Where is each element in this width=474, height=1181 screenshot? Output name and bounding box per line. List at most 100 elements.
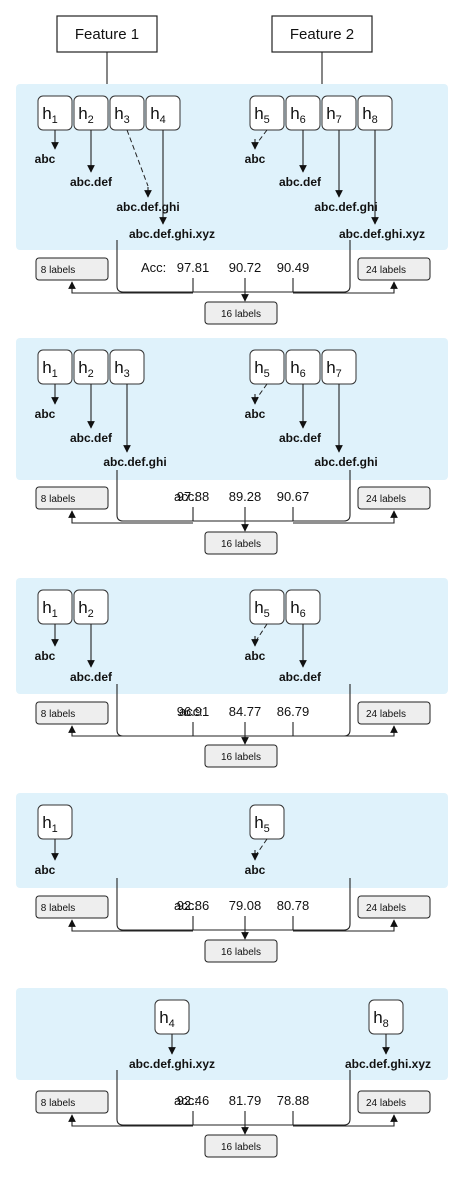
panel-5: h4abc.def.ghi.xyzh8abc.def.ghi.xyzacc:92… (16, 988, 448, 1158)
label-node: abc (245, 863, 266, 877)
accuracy-value: 97.88 (177, 489, 210, 504)
label-box-24: 24 labels (357, 1090, 431, 1114)
head-box: h7 (321, 95, 357, 131)
label-node: abc.def.ghi (314, 200, 377, 214)
head-box: h5 (249, 95, 285, 131)
head-subscript: 3 (124, 368, 130, 380)
accuracy-value: 86.79 (277, 704, 310, 719)
label-node: abc (245, 152, 266, 166)
label-node: abc.def.ghi.xyz (345, 1057, 431, 1071)
accuracy-value: 97.81 (177, 260, 210, 275)
accuracy-value: 92.46 (177, 1093, 210, 1108)
svg-text:8 labels: 8 labels (41, 709, 75, 720)
arrow-to-24-labels (293, 281, 398, 294)
head-subscript: 8 (383, 1018, 389, 1030)
label-box-8: 8 labels (35, 1090, 109, 1114)
label-node: abc (35, 407, 56, 421)
svg-text:16 labels: 16 labels (221, 947, 261, 958)
label-box-16: 16 labels (204, 1134, 278, 1158)
head-box: h4 (145, 95, 181, 131)
accuracy-value: 90.49 (277, 260, 310, 275)
head-box: h3 (109, 349, 145, 385)
accuracy-group-bracket (116, 684, 351, 737)
panel-background (16, 793, 448, 888)
svg-text:16 labels: 16 labels (221, 752, 261, 763)
arrow-to-24-labels (293, 510, 398, 524)
head-box: h2 (73, 589, 109, 625)
head-subscript: 2 (88, 114, 94, 126)
label-node: abc.def (279, 670, 322, 684)
head-subscript: 5 (264, 368, 270, 380)
head-subscript: 6 (300, 114, 306, 126)
feature-1-box: Feature 1 (56, 15, 158, 53)
accuracy-value: 78.88 (277, 1093, 310, 1108)
head-box: h6 (285, 349, 321, 385)
label-node: abc.def (70, 431, 113, 445)
feature-1-label: Feature 1 (75, 26, 139, 43)
label-box-16: 16 labels (204, 744, 278, 768)
label-node: abc.def.ghi (103, 455, 166, 469)
head-subscript: 6 (300, 368, 306, 380)
label-box-8: 8 labels (35, 701, 109, 725)
svg-text:16 labels: 16 labels (221, 309, 261, 320)
label-node: abc.def.ghi.xyz (339, 227, 425, 241)
head-box: h5 (249, 589, 285, 625)
accuracy-label: acc: (174, 1093, 198, 1108)
head-to-node-dashed (126, 129, 149, 187)
head-box: h1 (37, 349, 73, 385)
label-box-24: 24 labels (357, 895, 431, 919)
head-box: h1 (37, 804, 73, 840)
label-node: abc.def (70, 175, 113, 189)
svg-text:16 labels: 16 labels (221, 1142, 261, 1153)
head-subscript: 6 (300, 608, 306, 620)
arrow-to-8-labels (68, 919, 193, 932)
svg-text:24 labels: 24 labels (366, 494, 406, 505)
head-box: h6 (285, 95, 321, 131)
head-box: h4 (154, 999, 190, 1035)
label-box-8: 8 labels (35, 895, 109, 919)
label-node: abc.def.ghi (116, 200, 179, 214)
label-node: abc.def (279, 431, 322, 445)
label-box-16: 16 labels (204, 301, 278, 325)
accuracy-value: 90.67 (277, 489, 310, 504)
accuracy-value: 89.28 (229, 489, 262, 504)
svg-text:8 labels: 8 labels (41, 494, 75, 505)
arrow-to-8-labels (68, 725, 193, 737)
accuracy-label: acc: (174, 898, 198, 913)
head-subscript: 1 (52, 368, 58, 380)
head-box: h7 (321, 349, 357, 385)
head-subscript: 2 (88, 368, 94, 380)
accuracy-label: acc: (174, 489, 198, 504)
head-box: h5 (249, 349, 285, 385)
label-box-16: 16 labels (204, 939, 278, 963)
accuracy-value: 92.86 (177, 898, 210, 913)
label-node: abc.def (70, 670, 113, 684)
accuracy-group-bracket (116, 240, 351, 293)
feature-2-label: Feature 2 (290, 26, 354, 43)
accuracy-value: 84.77 (229, 704, 262, 719)
svg-text:8 labels: 8 labels (41, 903, 75, 914)
accuracy-value: 90.72 (229, 260, 262, 275)
head-box: h8 (368, 999, 404, 1035)
accuracy-group-bracket (116, 878, 351, 931)
label-box-24: 24 labels (357, 486, 431, 510)
accuracy-label: acc: (179, 704, 203, 719)
accuracy-group-bracket (116, 1070, 351, 1126)
arrow-to-24-labels (293, 919, 398, 932)
head-box: h1 (37, 589, 73, 625)
arrow-to-24-labels (293, 725, 398, 737)
head-box: h5 (249, 804, 285, 840)
svg-text:24 labels: 24 labels (366, 1098, 406, 1109)
svg-text:8 labels: 8 labels (41, 265, 75, 276)
accuracy-group-bracket (116, 470, 351, 522)
label-box-8: 8 labels (35, 486, 109, 510)
head-box: h2 (73, 349, 109, 385)
svg-text:16 labels: 16 labels (221, 539, 261, 550)
arrow-to-24-labels (293, 1114, 398, 1127)
label-box-24: 24 labels (357, 257, 431, 281)
accuracy-value: 79.08 (229, 898, 262, 913)
head-subscript: 1 (52, 114, 58, 126)
